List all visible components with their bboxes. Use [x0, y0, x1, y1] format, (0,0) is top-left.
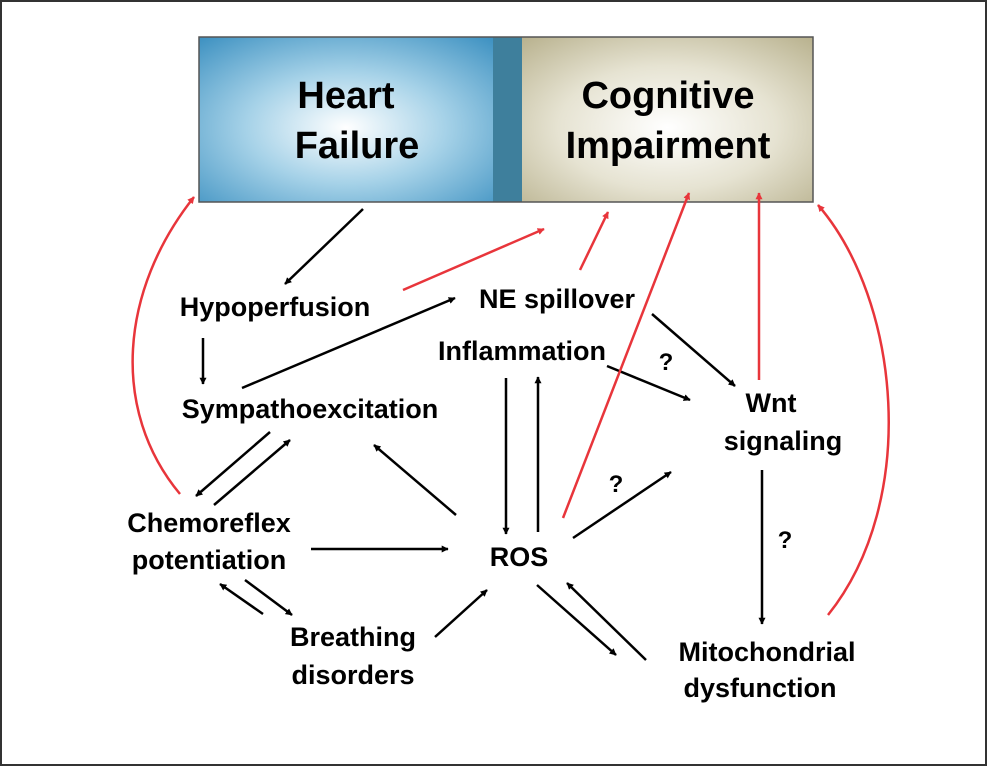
- arrow-breathing-to-chemoreflex: [219, 582, 264, 616]
- arrow-sympathoexcitation-to-ne-spillover: [241, 296, 456, 390]
- red-arrow-chemoreflex-to-hf: [131, 196, 195, 495]
- red-arrow-hypoperfusion-to-ci: [402, 227, 545, 292]
- mito-label-line1: Mitochondrial: [679, 637, 856, 667]
- heart-failure-label-line1: Heart: [297, 75, 394, 117]
- arrow-chemoreflex-to-breathing: [244, 578, 293, 617]
- cognitive-label-line1: Cognitive: [581, 75, 754, 117]
- question-mark-inflammation-wnt: ?: [659, 349, 674, 376]
- ne-spillover-label: NE spillover: [479, 284, 636, 314]
- mito-label-line2: dysfunction: [684, 673, 837, 703]
- sympathoexcitation-label: Sympathoexcitation: [182, 394, 439, 424]
- inflammation-label: Inflammation: [438, 336, 606, 366]
- chemoreflex-label-line1: Chemoreflex: [127, 508, 291, 538]
- arrow-ros-to-mito: [536, 584, 617, 656]
- heart-failure-label-line2: Failure: [295, 125, 420, 167]
- cognitive-label-line2: Impairment: [566, 125, 771, 167]
- hypoperfusion-label: Hypoperfusion: [180, 292, 371, 322]
- red-arrow-ne-spillover-to-ci: [578, 211, 610, 271]
- chemoreflex-label-line2: potentiation: [132, 545, 286, 575]
- question-mark-wnt-mito: ?: [778, 527, 793, 554]
- arrow-ne-spillover-to-wnt: [651, 313, 736, 387]
- arrow-chemoreflex-to-sympathoexcitation: [213, 439, 291, 506]
- breathing-label-line1: Breathing: [290, 622, 416, 652]
- heart-failure-box: [199, 37, 493, 202]
- arrow-hf-to-hypoperfusion: [284, 208, 364, 285]
- overlap-band: [493, 37, 522, 202]
- wnt-label-line2: signaling: [724, 426, 843, 456]
- red-arrow-ros-to-ci: [561, 192, 691, 519]
- question-mark-ros-wnt: ?: [609, 471, 624, 498]
- arrow-breathing-to-ros: [434, 589, 488, 638]
- arrow-sympathoexcitation-to-chemoreflex: [195, 431, 271, 497]
- ros-label: ROS: [490, 542, 549, 572]
- breathing-label-line2: disorders: [291, 660, 414, 690]
- arrow-mito-to-ros: [566, 582, 647, 661]
- arrow-ros-to-wnt: [572, 470, 672, 540]
- arrow-ros-to-sympathoexcitation: [373, 444, 457, 516]
- wnt-label-line1: Wnt: [746, 388, 797, 418]
- cognitive-impairment-box: [522, 37, 813, 202]
- top-box-outline: [198, 36, 814, 203]
- red-arrow-mito-to-ci: [817, 204, 890, 616]
